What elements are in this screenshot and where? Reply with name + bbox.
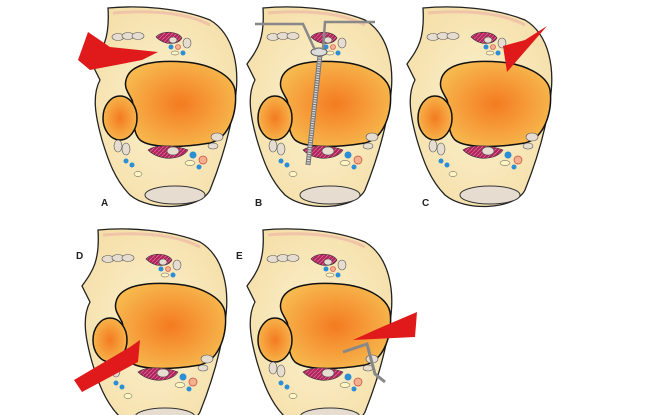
panel-a: [78, 5, 239, 208]
panel-label-c: C: [422, 198, 430, 209]
panel-label-e: E: [236, 251, 243, 262]
arrow-d: [74, 340, 140, 392]
panel-label-b: B: [255, 198, 263, 209]
arrow-e: [353, 312, 417, 340]
arrow-a: [78, 32, 158, 70]
guide-wires: [255, 20, 375, 51]
panel-label-d: D: [76, 251, 84, 262]
arrow-c: [503, 26, 547, 72]
panel-e: [245, 227, 417, 415]
panel-label-a: A: [101, 198, 109, 209]
panel-b: [245, 5, 394, 208]
panel-c: [405, 5, 554, 208]
panel-d: [74, 227, 229, 415]
screw: [305, 47, 328, 166]
retractor: [342, 342, 386, 384]
